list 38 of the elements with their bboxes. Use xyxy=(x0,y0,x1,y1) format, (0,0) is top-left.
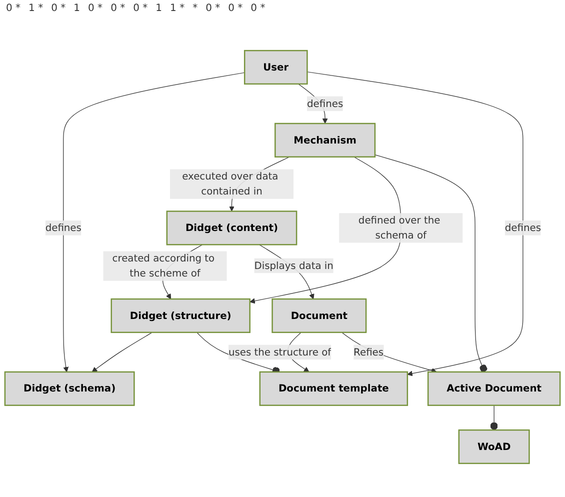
node-box: User xyxy=(244,50,308,85)
multiplicity-label: 0 * xyxy=(110,3,126,14)
multiplicity-label: 1 * xyxy=(170,3,185,14)
arrow xyxy=(63,72,245,372)
multiplicity-label: 0 * xyxy=(133,3,148,14)
edge-label: defines xyxy=(307,98,344,110)
multiplicity-label: 0 * xyxy=(250,3,266,14)
node-box: Didget (structure) xyxy=(110,298,250,334)
multiplicity-label: 0 * xyxy=(88,3,103,14)
multiplicity-label: 1 xyxy=(74,3,80,14)
edge-label: defined over the schema of xyxy=(358,214,440,241)
arrow xyxy=(341,332,437,374)
node-box: Active Document xyxy=(427,371,561,406)
arrow xyxy=(250,156,402,304)
multiplicity-label: 0 * xyxy=(206,3,220,14)
edge-label: created according to the scheme of xyxy=(112,252,215,280)
node-box: Mechanism xyxy=(274,122,376,158)
node-box: WoAD xyxy=(458,429,530,464)
edge-label: defines xyxy=(504,222,541,234)
node-box: Didget (schema) xyxy=(4,371,135,406)
node-box: Document xyxy=(272,298,367,334)
node-box: Document template xyxy=(259,371,408,406)
multiplicity-label: 0 * xyxy=(51,3,66,14)
multiplicity-label: 0 * xyxy=(228,3,243,14)
multiplicity-label: 1 * xyxy=(28,3,44,14)
edge-label: uses the structure of xyxy=(228,346,332,358)
edge-label: executed over data contained in xyxy=(182,170,278,198)
multiplicity-label: 0 * xyxy=(6,3,21,14)
multiplicity-label: 1 xyxy=(156,3,162,14)
edge-label: Displays data in xyxy=(254,260,334,272)
arrow xyxy=(306,72,524,376)
edge-label: Refies xyxy=(354,346,384,358)
node-box: Didget (content) xyxy=(166,210,298,246)
arrow xyxy=(92,332,153,372)
connector xyxy=(374,154,488,372)
connector xyxy=(490,405,498,430)
edge-label: defines xyxy=(45,222,82,234)
multiplicity-label: * xyxy=(192,3,198,14)
